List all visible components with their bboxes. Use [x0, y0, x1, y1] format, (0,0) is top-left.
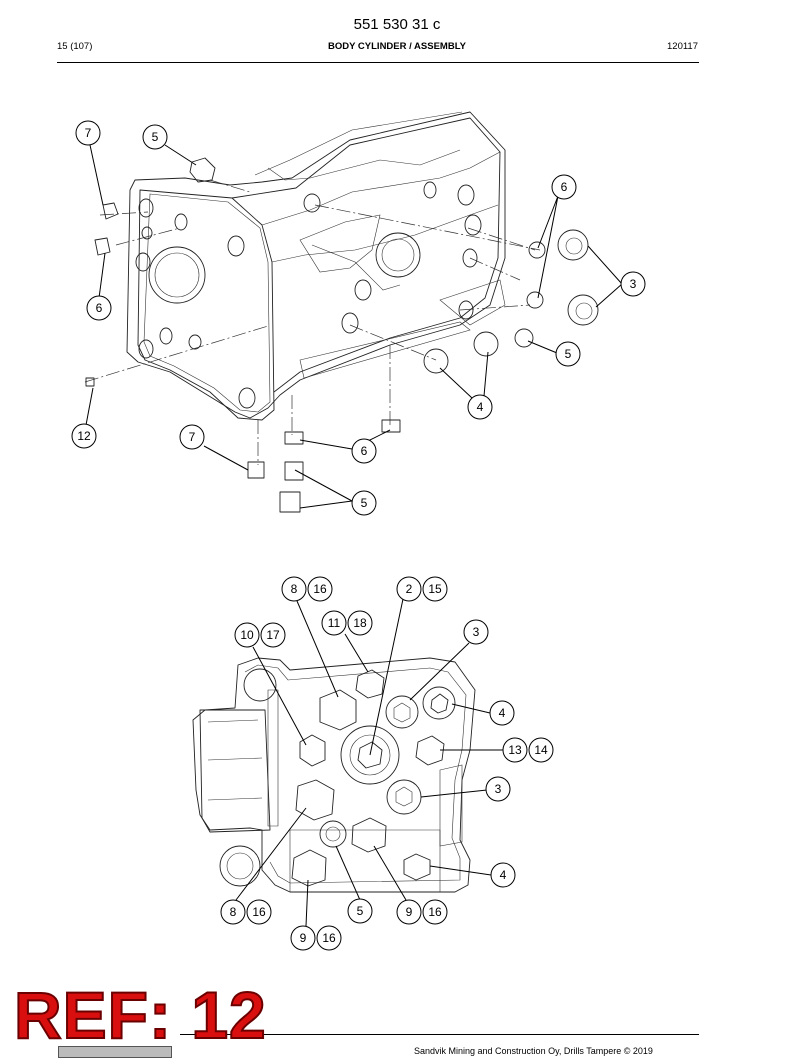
callout-bubble: 16: [422, 899, 448, 925]
callout-bubble: 5: [555, 341, 581, 367]
copyright-text: Sandvik Mining and Construction Oy, Dril…: [414, 1046, 653, 1056]
svg-text:16: 16: [252, 905, 266, 919]
svg-text:5: 5: [357, 904, 364, 918]
callout-bubble: 9: [396, 899, 422, 925]
svg-text:11: 11: [328, 616, 341, 630]
svg-text:5: 5: [152, 130, 159, 144]
svg-text:2: 2: [406, 582, 413, 596]
reference-stamp: REF: 12: [13, 978, 267, 1052]
svg-text:12: 12: [77, 429, 91, 443]
svg-text:3: 3: [473, 625, 480, 639]
callout-bubble: 2: [396, 576, 422, 602]
callout-bubble: 3: [485, 776, 511, 802]
exploded-view-drawing: 7 5 6 3 6 5 4 12 7 6 5: [71, 111, 646, 516]
svg-text:8: 8: [230, 905, 237, 919]
callout-bubble: 16: [246, 899, 272, 925]
callout-bubble: 11: [321, 610, 347, 636]
date-code: 120117: [667, 41, 698, 52]
callout-bubble: 4: [467, 394, 493, 420]
callout-bubble: 3: [620, 271, 646, 297]
callout-bubble: 17: [260, 622, 286, 648]
footer-rule: [180, 1034, 699, 1035]
svg-text:6: 6: [561, 180, 568, 194]
callout-bubble: 6: [351, 438, 377, 464]
svg-text:8: 8: [291, 582, 298, 596]
callout-bubble: 6: [551, 174, 577, 200]
callout-bubble: 10: [234, 622, 260, 648]
svg-text:3: 3: [495, 782, 502, 796]
svg-text:4: 4: [500, 868, 507, 882]
callout-bubble: 13: [502, 737, 528, 763]
svg-text:7: 7: [85, 126, 92, 140]
callout-bubble: 15: [422, 576, 448, 602]
svg-text:9: 9: [406, 905, 413, 919]
svg-text:6: 6: [361, 444, 368, 458]
callout-bubble: 4: [489, 700, 515, 726]
svg-text:14: 14: [534, 743, 548, 757]
callout-bubble: 8: [281, 576, 307, 602]
svg-text:18: 18: [353, 616, 367, 630]
callout-bubble: 7: [75, 120, 101, 146]
callout-bubble: 9: [290, 925, 316, 951]
page-reference: 15 (107): [57, 41, 93, 52]
end-view-drawing: 8 16 2 15 11 18 10 17 3 4 13 14 3 4 8 16…: [192, 576, 554, 951]
callout-bubble: 5: [351, 490, 377, 516]
header-rule: [57, 62, 699, 63]
svg-text:3: 3: [630, 277, 637, 291]
svg-text:6: 6: [96, 301, 103, 315]
callout-bubble: 16: [316, 925, 342, 951]
svg-text:4: 4: [499, 706, 506, 720]
svg-text:16: 16: [322, 931, 336, 945]
svg-text:16: 16: [428, 905, 442, 919]
svg-text:17: 17: [266, 628, 280, 642]
callout-bubble: 4: [490, 862, 516, 888]
callout-bubble: 5: [347, 898, 373, 924]
callout-bubble: 5: [142, 124, 168, 150]
document-number: 551 530 31 c: [353, 16, 441, 33]
svg-text:7: 7: [189, 430, 196, 444]
svg-text:5: 5: [565, 347, 572, 361]
document-title: BODY CYLINDER / ASSEMBLY: [328, 41, 466, 52]
svg-text:4: 4: [477, 400, 484, 414]
callout-bubble: 8: [220, 899, 246, 925]
svg-text:13: 13: [508, 743, 522, 757]
callout-bubble: 18: [347, 610, 373, 636]
svg-text:16: 16: [313, 582, 327, 596]
callout-bubble: 14: [528, 737, 554, 763]
callout-bubble: 12: [71, 423, 97, 449]
svg-text:9: 9: [300, 931, 307, 945]
svg-text:15: 15: [428, 582, 442, 596]
callout-bubble: 3: [463, 619, 489, 645]
callout-bubble: 7: [179, 424, 205, 450]
svg-text:10: 10: [240, 628, 254, 642]
svg-text:5: 5: [361, 496, 368, 510]
callout-bubble: 16: [307, 576, 333, 602]
callout-bubble: 6: [86, 295, 112, 321]
